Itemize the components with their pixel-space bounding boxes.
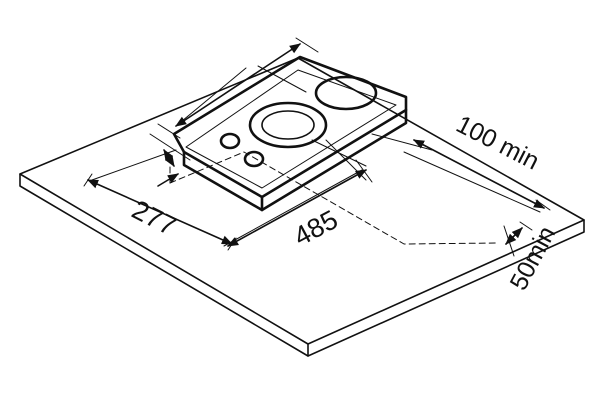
rear-clearance-label: 100 min <box>452 110 544 175</box>
side-clearance-label: 50min <box>505 222 562 295</box>
dimension-depth-485: 485 <box>223 159 373 252</box>
dimension-rear-clearance: 100 min <box>403 110 551 213</box>
dimension-side-clearance: 50min <box>503 221 562 295</box>
cooktop <box>172 55 408 212</box>
countertop <box>19 57 585 357</box>
dimension-width-277: 277 <box>83 149 237 251</box>
depth-label: 485 <box>289 204 343 252</box>
